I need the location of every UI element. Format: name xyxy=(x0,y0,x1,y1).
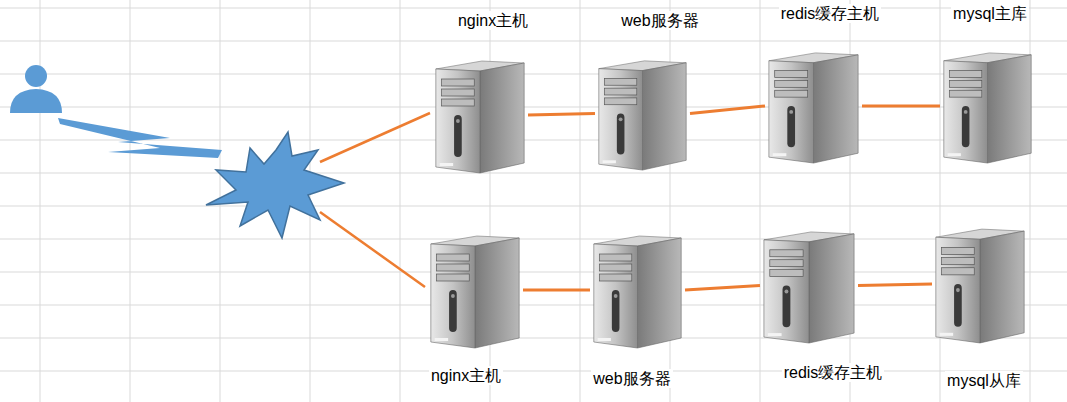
server-label: web服务器 xyxy=(619,11,700,30)
server-tower xyxy=(595,55,690,172)
server-label: redis缓存主机 xyxy=(779,4,882,23)
network-link xyxy=(320,212,425,287)
server-node: redis缓存主机 xyxy=(765,47,862,165)
server-node: redis缓存主机 xyxy=(760,226,858,345)
server-label: mysql从库 xyxy=(945,371,1023,390)
server-node: nginx主机 xyxy=(427,230,523,350)
connector-line xyxy=(858,284,932,286)
server-label: redis缓存主机 xyxy=(782,363,885,382)
lightning-bolt xyxy=(58,118,222,158)
server-tower xyxy=(940,47,1035,165)
server-node: web服务器 xyxy=(595,55,690,172)
server-label: mysql主库 xyxy=(951,4,1029,23)
connector-line xyxy=(685,286,760,291)
network-link xyxy=(320,113,430,162)
connector-line xyxy=(690,106,765,114)
connector-line xyxy=(528,114,595,116)
network-cloud-burst xyxy=(206,132,344,238)
user-icon xyxy=(10,65,62,113)
server-node: web服务器 xyxy=(590,230,685,350)
server-tower xyxy=(765,47,862,165)
server-node: mysql从库 xyxy=(932,223,1028,345)
server-node: mysql主库 xyxy=(940,47,1035,165)
server-tower xyxy=(432,55,528,175)
server-tower xyxy=(427,230,523,350)
connector-line xyxy=(862,105,940,108)
server-tower xyxy=(590,230,685,350)
connector-line xyxy=(523,289,590,292)
server-tower xyxy=(932,223,1028,345)
server-node: nginx主机 xyxy=(432,55,528,175)
server-label: nginx主机 xyxy=(456,11,530,30)
server-label: nginx主机 xyxy=(429,366,503,385)
server-tower xyxy=(760,226,858,345)
server-label: web服务器 xyxy=(591,369,672,388)
